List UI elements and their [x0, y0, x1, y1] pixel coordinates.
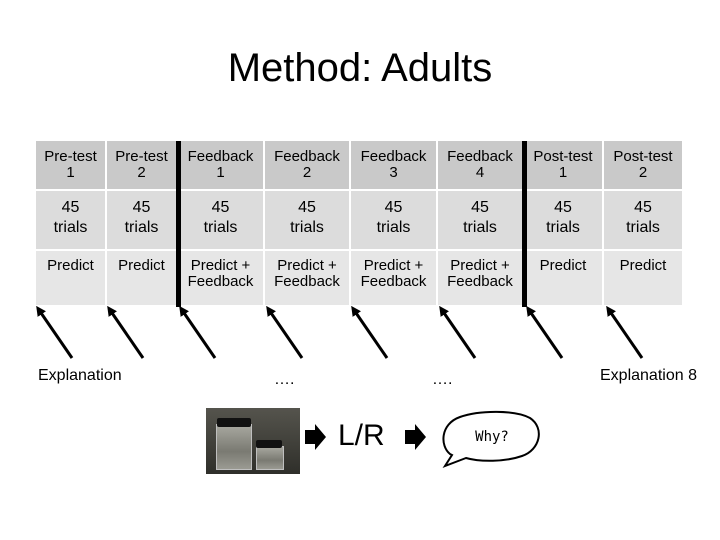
arrow	[526, 305, 564, 359]
condition-cell: Predict +Feedback	[351, 251, 438, 307]
condition-cell: Predict +Feedback	[265, 251, 351, 307]
small-jar-lid	[256, 440, 282, 448]
arrow	[351, 305, 389, 359]
explanation-first-label: Explanation	[38, 367, 122, 384]
explanation-last-label: Explanation 8	[600, 367, 697, 384]
arrow	[107, 305, 145, 359]
condition-cell: Predict	[36, 251, 107, 307]
slide-title: Method: Adults	[227, 46, 493, 90]
arrow	[266, 305, 304, 359]
lr-response-label: L/R	[338, 419, 385, 452]
arrow	[606, 305, 644, 359]
why-bubble-text: Why?	[475, 429, 509, 445]
arrow	[179, 305, 217, 359]
bottom-flow	[305, 410, 540, 469]
condition-cell: Predict	[107, 251, 178, 307]
block-arrow-icon	[405, 424, 426, 450]
ellipsis-label: ….	[432, 371, 453, 388]
condition-cell: Predict +Feedback	[438, 251, 524, 307]
arrow	[36, 305, 74, 359]
phase-separator	[522, 141, 527, 307]
ellipsis-label: ….	[274, 371, 295, 388]
arrow	[439, 305, 477, 359]
small-jar	[256, 446, 284, 470]
condition-cell: Predict +Feedback	[178, 251, 265, 307]
arrow-group	[36, 305, 644, 359]
block-arrow-icon	[305, 424, 326, 450]
condition-cell: Predict	[604, 251, 684, 307]
speech-bubble-icon	[442, 410, 540, 469]
large-jar	[216, 424, 252, 470]
phase-separator	[176, 141, 181, 307]
condition-cell: Predict	[524, 251, 604, 307]
jars-photo	[206, 408, 300, 474]
large-jar-lid	[217, 418, 251, 427]
